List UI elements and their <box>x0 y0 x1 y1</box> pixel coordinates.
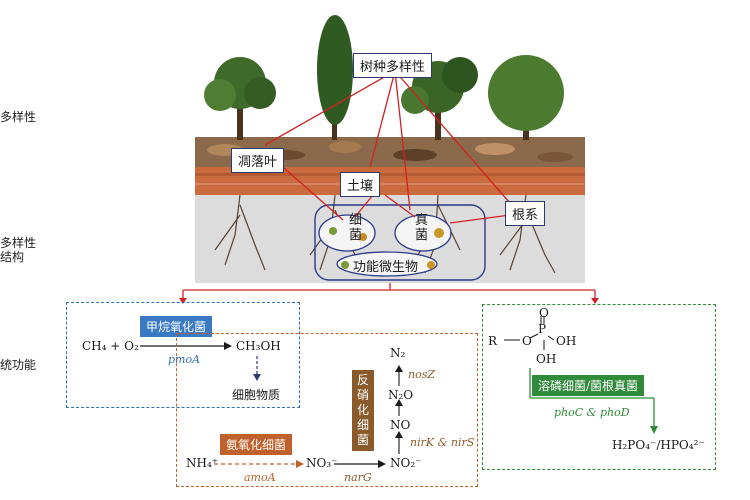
amo-arrow <box>214 460 304 468</box>
ammonium: NH₄⁺ <box>186 456 219 470</box>
nirK-nirS-gene: nirK & nirS <box>410 436 475 449</box>
cell-biomass: 细胞物质 <box>232 388 281 402</box>
bacteria-ellipse <box>318 214 376 252</box>
phosphate-solubilizer-tag: 溶磷细菌/菌根真菌 <box>532 375 645 396</box>
methane-reactant: CH₄ + O₂ <box>82 339 139 353</box>
phoC-phoD-gene: phoC & phoD <box>554 406 630 419</box>
nar-arrow <box>334 460 386 468</box>
phosphorus-arrow <box>529 368 658 434</box>
soil-label: 土壤 <box>340 172 381 197</box>
tree-1 <box>204 57 276 140</box>
root-label: 根系 <box>505 201 546 226</box>
denit-char1: 反 <box>356 373 369 387</box>
tree-4 <box>488 55 564 140</box>
bacteria-char1: 细 <box>349 213 363 228</box>
nitrous-oxide: N₂O <box>388 388 414 402</box>
biomass-arrow <box>253 356 261 381</box>
phosphate-ester-structure <box>504 316 555 350</box>
side-label-diversity-structure: 多样性 结构 <box>0 236 36 264</box>
fungi-label: 真 菌 <box>415 213 428 243</box>
methane-oxidizer-tag: 甲烷氧化菌 <box>140 316 213 337</box>
phosphate-product: H₂PO₄⁻/HPO₄²⁻ <box>612 438 705 452</box>
nitrate: NO₃⁻ <box>306 456 338 470</box>
methane-oxidation-panel <box>66 302 300 408</box>
denit-char2: 硝 <box>356 388 369 402</box>
ester-r-group: R <box>488 334 498 348</box>
denitrifier-tag: 反 硝 化 细 菌 <box>352 370 374 451</box>
forest-soil-scene: 树种多样性 凋落叶 土壤 根系 细 菌 真 菌 功能微生物 <box>195 5 585 285</box>
nitrogen-cycle-panel <box>176 333 478 487</box>
functional-microbe-ellipse <box>336 251 438 277</box>
denit-arrows <box>395 365 403 454</box>
functional-microbe-label: 功能微生物 <box>353 260 419 275</box>
methanol-product: CH₃OH <box>236 339 281 353</box>
methane-arrow <box>140 342 232 350</box>
ammonia-oxidizer-tag: 氨氧化细菌 <box>220 434 293 455</box>
nitric-oxide: NO <box>390 418 411 432</box>
denit-char4: 细 <box>356 418 369 432</box>
side-label-function: 统功能 <box>0 358 37 372</box>
bacteria-label: 细 菌 <box>349 213 362 243</box>
phosphorus-atom: P <box>538 322 547 336</box>
microbe-region <box>314 204 486 281</box>
side-label-diversity: 多样性 <box>0 110 37 124</box>
litter-label: 凋落叶 <box>231 148 285 173</box>
fungi-char2: 菌 <box>415 228 429 243</box>
dinitrogen: N₂ <box>390 346 406 360</box>
tree-diversity-label: 树种多样性 <box>353 53 433 78</box>
denit-char5: 菌 <box>356 433 369 447</box>
bacteria-char2: 菌 <box>349 228 363 243</box>
hydroxyl-1: OH <box>556 334 577 348</box>
fungi-ellipse <box>394 214 452 252</box>
denit-char3: 化 <box>356 403 369 417</box>
amoA-gene: amoA <box>244 471 276 484</box>
nosZ-gene: nosZ <box>408 368 435 381</box>
ester-oxygen: O <box>522 334 532 348</box>
nitrite: NO₂⁻ <box>390 456 422 470</box>
hydroxyl-2: OH <box>536 352 557 366</box>
double-bond-oxygen: O <box>539 306 549 320</box>
narG-gene: narG <box>344 471 372 484</box>
side-label-line2: 结构 <box>0 250 25 264</box>
tree-2 <box>317 15 353 140</box>
phosphorus-panel <box>482 304 716 470</box>
side-label-line1: 多样性 <box>0 236 37 250</box>
fungi-char1: 真 <box>415 213 429 228</box>
